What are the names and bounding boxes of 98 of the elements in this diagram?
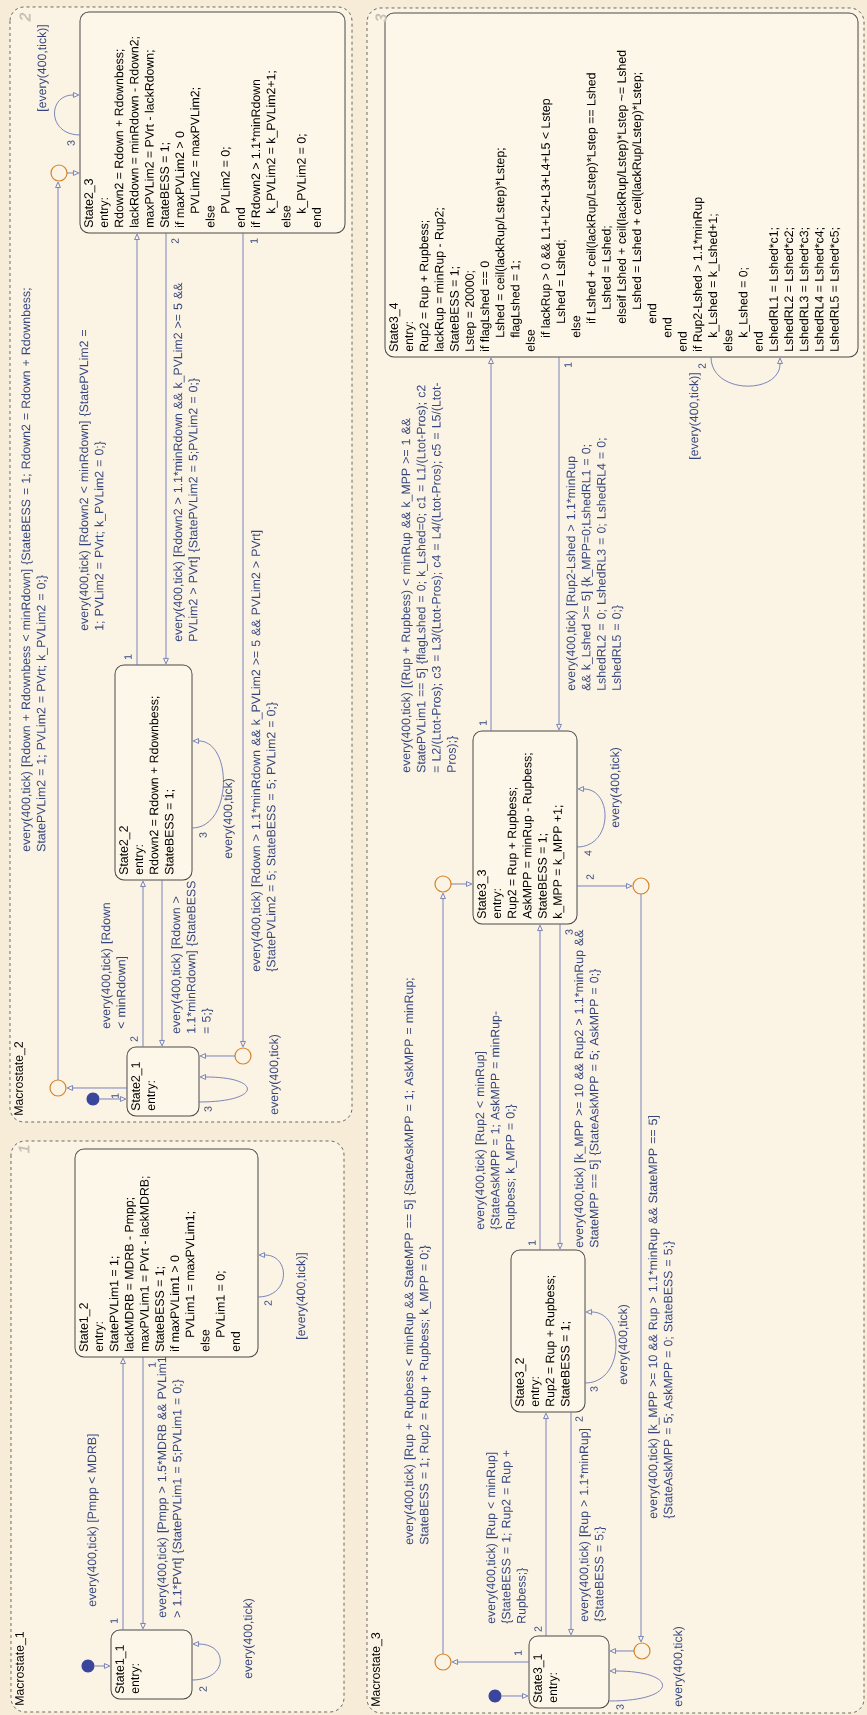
transition-order-number: 4 [584,850,592,856]
transition-arrow [710,356,783,387]
transition-arrow [488,357,494,732]
transition-label: every(400,tick) [k_MPP >= 10 && Rup2 > 1.1*minRup && StateMPP == 5] {StateAskMPP = 5; AskMPP = 0;} [574,929,601,1248]
transition-order-number: 1 [514,1650,522,1656]
transition-order-number: 1 [148,1362,156,1368]
transition-order-number: 2 [264,1300,272,1306]
transition-arrow [191,1641,221,1681]
state-box: State3_2 entry: Rup2 = Rup + Rupbess; StateBESS = 1; [510,1249,586,1413]
transition-label: every(400,tick) [k_MPP >= 10 && Rup > 1.1*minRup && StateMPP == 5] {StateAskMPP = 5; AskMPP = 0; StateBESS = 5;} [648,1116,675,1519]
state-box: State3_3 entry: Rup2 = Rup + Rupbess; AskMPP = minRup - Rupbess; StateBESS = 1; k_MPP = k_MPP +1; [472,730,578,925]
state-box: State1_2 entry: StatePVLim1 = 1; lackMDRB = MDRB - Pmpp; maxPVLim1 = PVrt - lackMDRB; StateBESS = 1; if maxPVLim1 > 0 PVLim1 = maxPVLim1; else PVLim1 = 0; end [74,1148,259,1358]
state-box: State2_1 entry: [126,1046,200,1117]
transition-label: every(400,tick) [Pmpp > 1.5*MDRB && PVLim1 > 1.1*PVrt] {StatePVLim1 = 5;PVLim1 = 0;} [157,1356,184,1618]
junction-circle [633,1642,651,1660]
transition-arrow [451,1659,530,1665]
transition-label: every(400,tick) [673,1626,685,1707]
junction-circle [49,1079,67,1097]
transition-order-number: 3 [590,1386,598,1392]
junction-circle [632,877,650,895]
transition-arrow [501,1693,529,1699]
transition-order-number: 1 [110,1618,118,1624]
transition-label: every(400,tick) [Rdown2 > 1.1*minRdown && k_PVLim2 >= 5 && PVLim2 > PVrt] {StatePVLim2 = 5;PVLim2 = 0;} [173,282,200,642]
macrostate-number: 3 [375,13,387,23]
transition-arrow [191,738,224,829]
transition-arrow [159,879,165,1047]
transition-arrow [134,233,140,666]
transition-order-number: 2 [575,1416,583,1422]
transition-label: every(400,tick) [Rdown > 1.1*minRdown] {StateBESS = 5;} [171,881,214,1034]
transition-label: every(400,tick) [618,1304,630,1385]
junction-circle [50,164,68,182]
transition-arrow [199,1053,236,1059]
transition-label: every(400,tick) [Rdown2 < minRdown] {StatePVLim2 = 1; PVLim2 = PVrt; k_PVLim2 = 0;} [79,329,106,631]
transition-arrow [576,883,633,889]
transition-label: [every(400,tick)] [37,25,49,111]
transition-arrow [163,232,169,665]
transition-label: every(400,tick) [269,1034,281,1115]
transition-arrow [54,92,81,136]
transition-arrow [450,881,473,887]
transition-label: every(400,tick) [Rdown + Rdownbess < minRdown] {StateBESS = 1; Rdown2 = Rdown + Rdownbess; StatePVLim2 = 1; PVLim2 = PVrt; k_PVLim2 = 0;} [21,288,48,852]
junction-circle [234,1047,252,1065]
transition-arrow [576,786,606,848]
transition-label: every(400,tick) [610,747,622,828]
transition-order-number: 2 [534,1626,542,1632]
transition-arrow [66,170,80,176]
transition-arrow [120,1357,126,1631]
transition-label: every(400,tick) [(Rup + Rupbess) < minRup && k_MPP >= 1 && StatePVLim1 == 5] {flagLshed = 0; k_Lshed=0; c1 = L1/(Ltot-Pros); c2 = L2/(Ltot-Pros); c3 = L3/(Ltot-Pros); c4 = L4/(Ltot-Pros); c5 = L5/(Ltot-Pros);} [401,383,459,773]
transition-arrow [257,1252,284,1298]
transition-order-number: 1 [564,362,572,368]
transition-label: every(400,tick) [Rdown < minRdown] [101,903,128,1029]
transition-arrow [584,1309,617,1384]
transition-arrow [94,1663,111,1669]
transition-arrow [568,1411,574,1636]
transition-arrow [66,1085,128,1091]
transition-label: every(400,tick) [Rup > 1.1*minRup] {StateBESS = 5;} [579,1428,606,1622]
transition-label: every(400,tick) [243,1598,255,1679]
transition-label: every(400,tick) [Pmpp < MDRB] [87,1434,99,1607]
transition-arrow [55,181,61,1081]
transition-arrow [557,923,563,1250]
transition-order-number: 2 [171,238,179,244]
transition-label: every(400,tick) [Rup + Rupbess < minRup && StateMPP == 5] {StateAskMPP = 1; AskMPP = minRup; StateBESS = 1; Rup2 = Rup + Rupbess; k_MPP = 0;} [404,978,431,1545]
transition-arrow [99,1096,127,1102]
state-box: State3_1 entry: [528,1635,610,1709]
transition-order-number: 2 [199,1686,207,1692]
transition-order-number: 2 [698,363,706,369]
transition-label: every(400,tick) [Rup2 < minRup] {StateAskMPP = 1; AskMPP = minRup-Rupbess; k_MPP = 0;} [475,1011,518,1230]
transition-order-number: 3 [199,832,207,838]
state-box: State2_2 entry: Rdown2 = Rdown + Rdownbess; StateBESS = 1; [114,664,193,881]
transition-order-number: 1 [111,1093,119,1099]
transition-arrow [537,924,543,1251]
transition-arrow [140,880,146,1048]
transition-label: [every(400,tick)] [689,373,701,459]
transition-arrow [638,893,644,1643]
transition-label: [every(400,tick)] [296,1253,308,1339]
junction-circle [434,1653,452,1671]
transition-arrow [608,1668,663,1702]
junction-circle [434,875,452,893]
state-box: State2_3 entry: Rdown2 = Rdown + Rdownbess; lackRdown = minRdown - Rdown2; maxPVLim2 = PVrt - lackRdown; StateBESS = 1; if maxPVLim2 > 0 PVLim2 = maxPVLim2; else PVLim2 = 0; end if Rdown2 > 1.1*minRdown k_PVLim2 = k_PVLim2+1; else k_PVLim2 = 0; end [79,11,346,234]
transition-order-number: 2 [586,874,594,880]
transition-arrow [543,1412,549,1637]
transition-order-number: 3 [204,1106,212,1112]
transition-order-number: 2 [130,1036,138,1042]
transition-label: every(400,tick) [223,778,235,859]
transition-order-number: 3 [565,929,573,935]
transition-order-number: 1 [250,238,258,244]
state-box: State1_1 entry: [110,1629,193,1700]
transition-arrow [609,1648,635,1654]
transition-order-number: 1 [124,654,132,660]
transition-order-number: 1 [528,1240,536,1246]
transition-arrow [556,356,562,731]
transition-order-number: 3 [616,1704,624,1710]
transition-arrow [198,1074,248,1103]
transition-arrow [140,1356,146,1630]
transition-arrow [440,892,446,1655]
transition-order-number: 1 [479,720,487,726]
transition-arrow [240,232,246,1048]
transition-order-number: 3 [67,140,75,146]
transition-label: every(400,tick) [Rup < minRup] {StateBESS = 1; Rup2 = Rup + Rupbess;} [486,1450,529,1624]
